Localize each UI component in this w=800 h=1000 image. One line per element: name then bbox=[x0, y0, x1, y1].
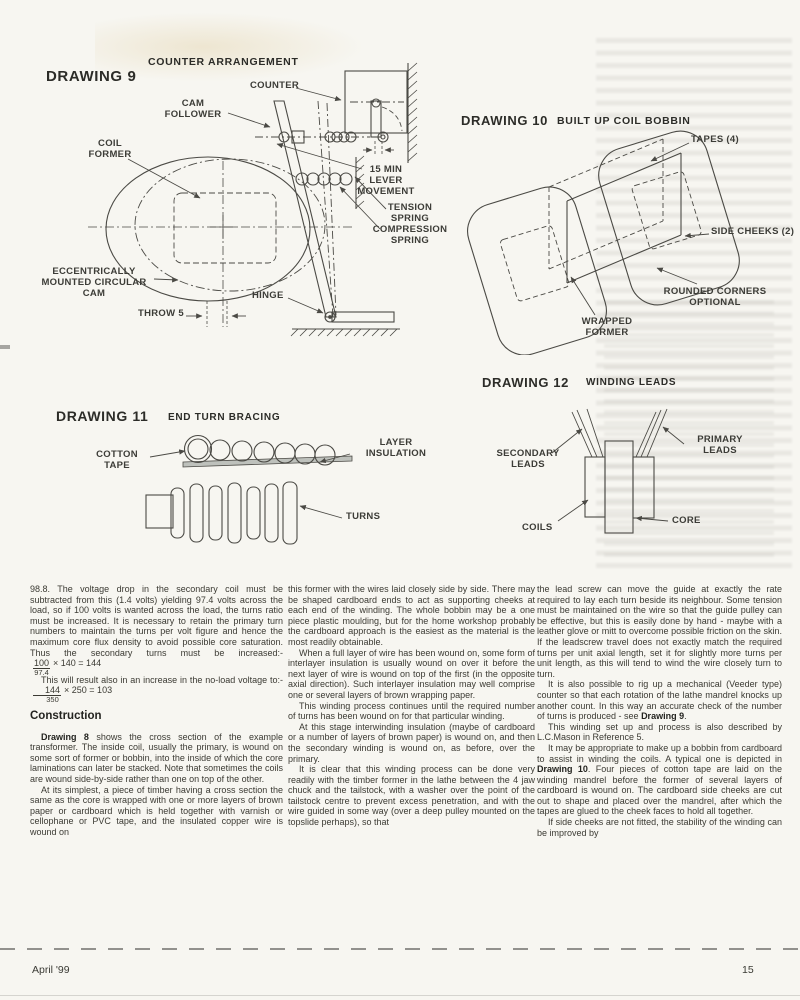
leader-arrows bbox=[570, 142, 710, 316]
paragraph: This will result also in an increase in … bbox=[30, 674, 283, 704]
paragraph: Drawing 8 shows the cross section of the… bbox=[30, 732, 283, 785]
drawing12-caption: WINDING LEADS bbox=[586, 377, 677, 388]
scan-dashed-line bbox=[0, 948, 800, 950]
tape-and-turns-cross-section bbox=[182, 434, 353, 468]
paragraph-text: 98.8. The voltage drop in the secondary … bbox=[30, 584, 283, 658]
drawing11-art bbox=[145, 434, 353, 545]
fraction-numerator: 144 bbox=[33, 685, 62, 697]
label-layer-insulation: LAYER INSULATION bbox=[365, 437, 427, 459]
drawing9-art bbox=[88, 62, 418, 337]
label-coil-former: COIL FORMER bbox=[88, 138, 132, 160]
fraction-denominator: 350 bbox=[46, 695, 59, 705]
scan-bottom-line bbox=[0, 995, 800, 996]
label-turns: TURNS bbox=[346, 511, 381, 522]
bobbin-isometric bbox=[467, 130, 740, 355]
drawing11-title: DRAWING 11 bbox=[56, 408, 149, 424]
label-tension-spring: TENSION SPRING bbox=[387, 202, 433, 224]
construction-heading: Construction bbox=[30, 709, 102, 722]
paragraph-text: . Four pieces of cotton tape are laid on… bbox=[537, 764, 783, 817]
paragraph-text: It is also possible to rig up a mechanic… bbox=[537, 679, 782, 722]
coil-turns-side-view bbox=[145, 481, 298, 545]
fraction-numerator: 100 bbox=[33, 658, 51, 670]
drawing10-caption: BUILT UP COIL BOBBIN bbox=[557, 115, 691, 127]
paragraph: This winding process continues until the… bbox=[288, 700, 535, 722]
drawing9-title: DRAWING 9 bbox=[46, 68, 137, 85]
label-counter: COUNTER bbox=[250, 80, 300, 91]
leader-arrows bbox=[149, 449, 351, 519]
eccentric-cam bbox=[88, 156, 352, 327]
drawing9-reference: Drawing 9 bbox=[641, 711, 685, 722]
paragraph-text: This will result also in an increase in … bbox=[41, 674, 283, 685]
figure-drawing10-coil-bobbin: DRAWING 10 BUILT UP COIL BOBBIN TAPES (4… bbox=[445, 105, 795, 355]
label-cotton-tape: COTTON TAPE bbox=[96, 449, 138, 471]
paragraph-text: shows the cross section of the example t… bbox=[30, 731, 283, 784]
core-and-coils bbox=[571, 408, 668, 534]
label-core: CORE bbox=[672, 515, 701, 526]
drawing10-reference: Drawing 10 bbox=[537, 764, 588, 775]
label-secondary-leads: SECONDARY LEADS bbox=[496, 448, 560, 470]
paragraph: This winding set up and process is also … bbox=[537, 721, 782, 743]
paragraph: this former with the wires laid closely … bbox=[288, 584, 535, 647]
leader-arrows bbox=[127, 87, 387, 319]
drawing10-title: DRAWING 10 bbox=[461, 113, 548, 128]
label-side-cheeks: SIDE CHEEKS (2) bbox=[711, 226, 795, 237]
paragraph: It may be appropriate to make up a bobbi… bbox=[537, 743, 782, 817]
label-coils: COILS bbox=[522, 522, 553, 533]
body-column-2: this former with the wires laid closely … bbox=[288, 584, 535, 828]
label-compression-spring: COMPRESSION SPRING bbox=[372, 224, 448, 246]
paragraph: At its simplest, a piece of timber havin… bbox=[30, 784, 283, 837]
label-eccentric-cam: ECCENTRICALLY MOUNTED CIRCULAR CAM bbox=[41, 266, 147, 299]
cam-follower-lever bbox=[273, 100, 337, 318]
counter-mechanism bbox=[255, 62, 418, 163]
label-wrapped-former: WRAPPED FORMER bbox=[581, 316, 633, 338]
drawing12-art bbox=[551, 408, 685, 534]
drawing9-caption: COUNTER ARRANGEMENT bbox=[148, 56, 299, 68]
drawing10-art bbox=[467, 130, 740, 355]
figure-drawing12-winding-leads: DRAWING 12 WINDING LEADS SECONDARY LEADS… bbox=[460, 365, 790, 565]
paragraph: 98.8. The voltage drop in the secondary … bbox=[30, 584, 283, 677]
paragraph-text: . bbox=[684, 711, 687, 722]
figure-drawing9-counter-arrangement: DRAWING 9 COUNTER ARRANGEMENT COUNTER CA… bbox=[30, 55, 470, 355]
hinge-and-ground bbox=[206, 301, 400, 337]
figure-drawing11-end-turn-bracing: DRAWING 11 END TURN BRACING COTTON TAPE … bbox=[40, 400, 460, 560]
leader-arrows bbox=[551, 426, 685, 522]
drawing8-reference: Drawing 8 bbox=[41, 731, 89, 742]
label-throw: THROW 5 bbox=[138, 308, 184, 319]
footer-page-number: 15 bbox=[742, 964, 754, 976]
body-column-3: the lead screw can move the guide at exa… bbox=[537, 584, 782, 838]
footer-date: April '99 bbox=[32, 964, 70, 976]
paragraph: the lead screw can move the guide at exa… bbox=[537, 584, 782, 679]
label-lever-movement: 15 MIN LEVER MOVEMENT bbox=[357, 164, 415, 197]
label-tapes: TAPES (4) bbox=[691, 134, 739, 145]
paragraph: At this stage interwinding insulation (m… bbox=[288, 721, 535, 764]
paragraph: It is clear that this winding process ca… bbox=[288, 764, 535, 828]
body-column-1: 98.8. The voltage drop in the secondary … bbox=[30, 584, 283, 837]
scan-edge-mark bbox=[0, 345, 10, 349]
label-cam-follower: CAM FOLLOWER bbox=[164, 98, 222, 120]
drawing12-title: DRAWING 12 bbox=[482, 375, 569, 390]
paragraph-text: It may be appropriate to make up a bobbi… bbox=[537, 742, 782, 764]
paragraph: It is also possible to rig up a mechanic… bbox=[537, 679, 782, 721]
label-primary-leads: PRIMARY LEADS bbox=[697, 434, 743, 456]
formula-rest: × 140 = 144 bbox=[53, 658, 102, 669]
paragraph: If side cheeks are not fitted, the stabi… bbox=[537, 817, 782, 838]
label-rounded-corners: ROUNDED CORNERS OPTIONAL bbox=[663, 286, 767, 308]
formula-rest: × 250 = 103 bbox=[64, 685, 113, 696]
paragraph: When a full layer of wire has been wound… bbox=[288, 647, 535, 700]
fraction-denominator: 97.4 bbox=[34, 668, 49, 678]
drawing11-caption: END TURN BRACING bbox=[168, 412, 281, 423]
label-hinge: HINGE bbox=[252, 290, 284, 301]
